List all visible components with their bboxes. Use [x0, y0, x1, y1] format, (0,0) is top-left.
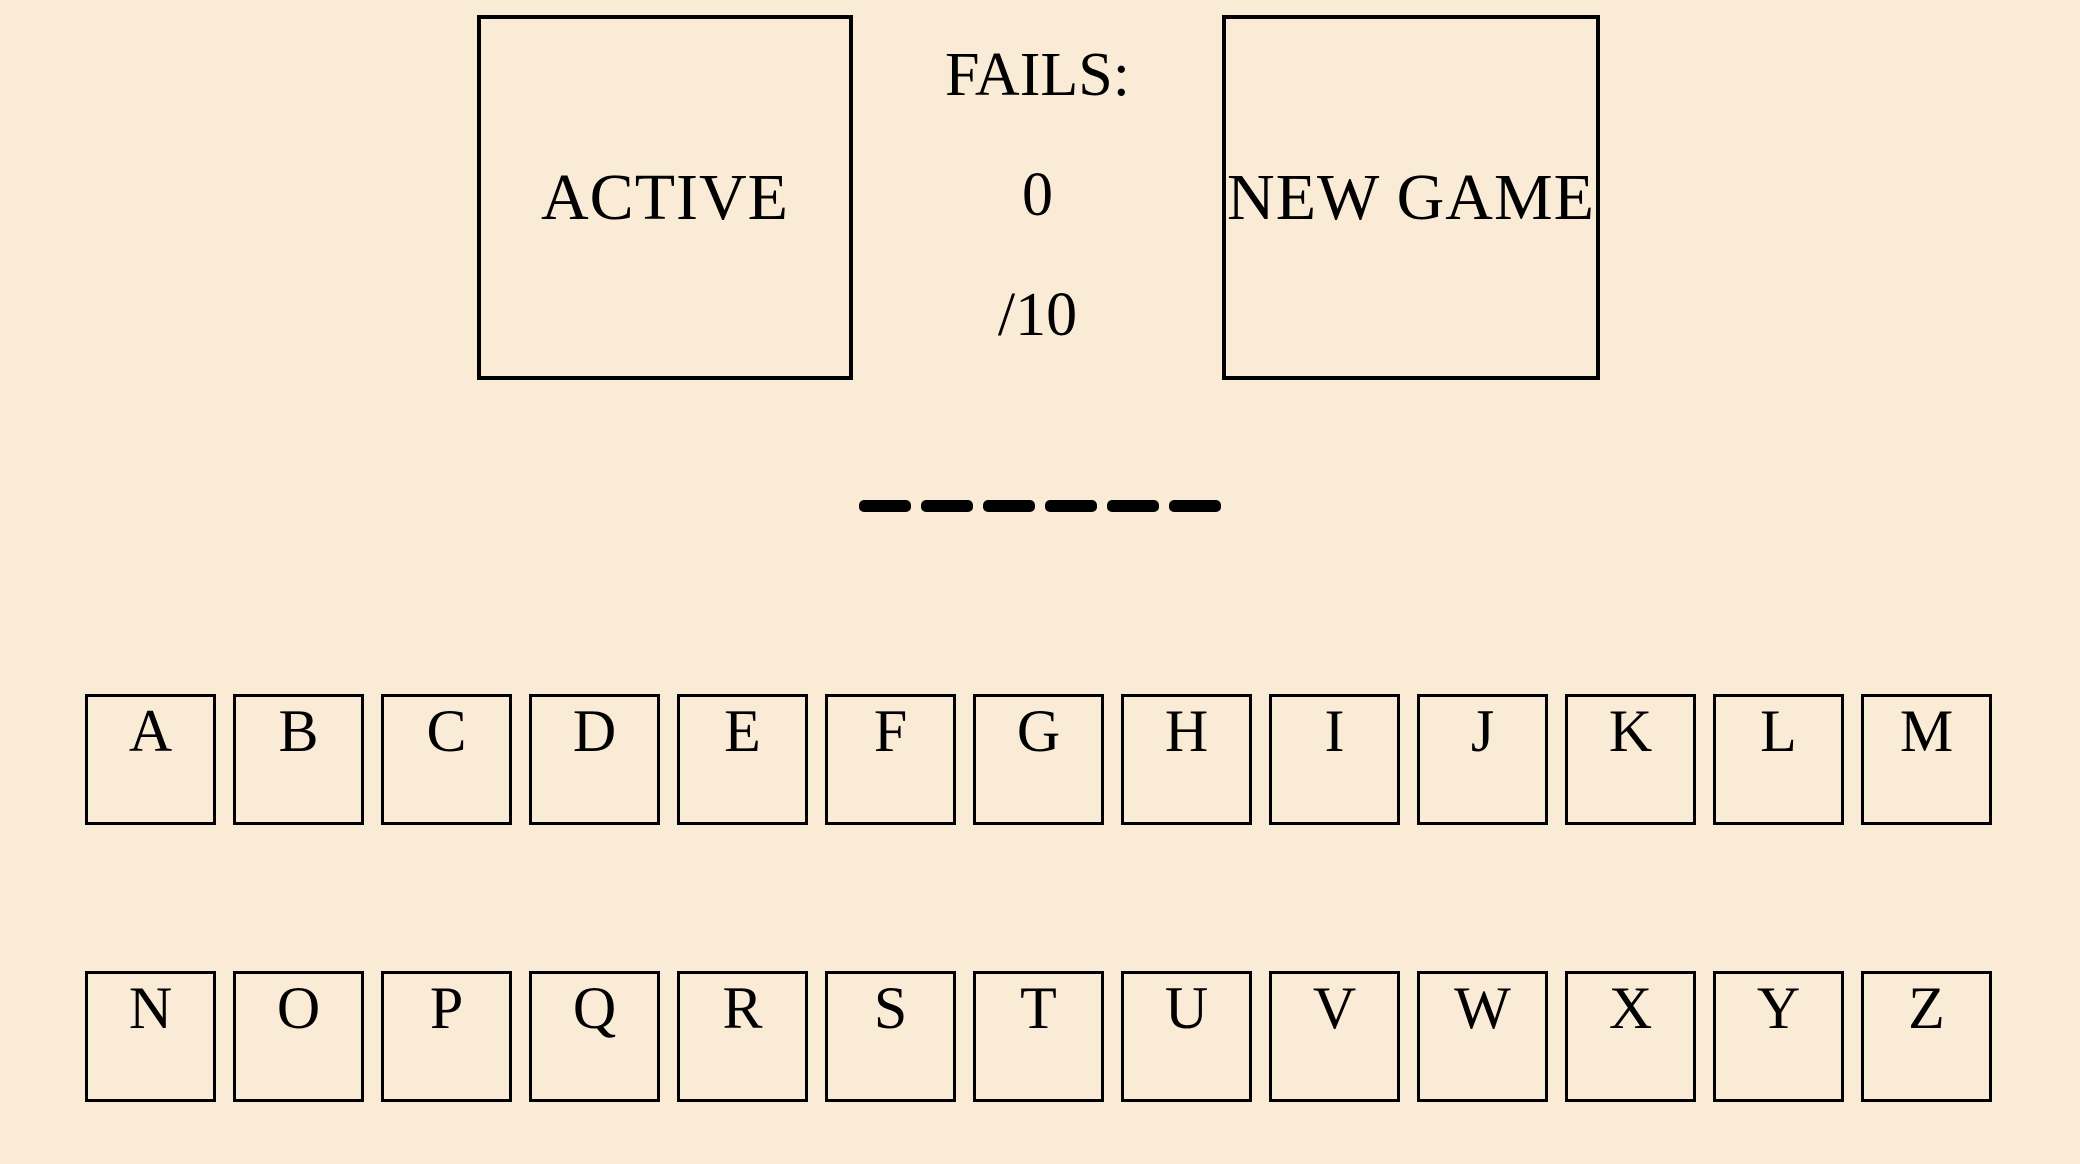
game-status-label: ACTIVE: [541, 160, 789, 234]
key-c[interactable]: C: [381, 694, 512, 825]
game-status-box: ACTIVE: [477, 15, 853, 380]
key-i[interactable]: I: [1269, 694, 1400, 825]
fails-label: FAILS:: [945, 41, 1130, 109]
key-v[interactable]: V: [1269, 971, 1400, 1102]
key-p[interactable]: P: [381, 971, 512, 1102]
key-m[interactable]: M: [1861, 694, 1992, 825]
word-letter-slot: [1107, 500, 1159, 512]
key-r[interactable]: R: [677, 971, 808, 1102]
new-game-label: NEW GAME: [1227, 160, 1595, 234]
word-letter-slot: [921, 500, 973, 512]
word-letter-slot: [859, 500, 911, 512]
word-letter-slot: [1169, 500, 1221, 512]
key-e[interactable]: E: [677, 694, 808, 825]
key-z[interactable]: Z: [1861, 971, 1992, 1102]
word-letter-slot: [983, 500, 1035, 512]
fails-counter: FAILS: 0 /10: [853, 15, 1222, 380]
fails-count: 0: [1022, 161, 1053, 229]
key-u[interactable]: U: [1121, 971, 1252, 1102]
fails-max: /10: [997, 281, 1078, 349]
key-y[interactable]: Y: [1713, 971, 1844, 1102]
key-o[interactable]: O: [233, 971, 364, 1102]
word-display: [859, 500, 1221, 512]
key-l[interactable]: L: [1713, 694, 1844, 825]
key-x[interactable]: X: [1565, 971, 1696, 1102]
key-b[interactable]: B: [233, 694, 364, 825]
key-j[interactable]: J: [1417, 694, 1548, 825]
key-w[interactable]: W: [1417, 971, 1548, 1102]
key-g[interactable]: G: [973, 694, 1104, 825]
key-h[interactable]: H: [1121, 694, 1252, 825]
key-a[interactable]: A: [85, 694, 216, 825]
key-d[interactable]: D: [529, 694, 660, 825]
key-t[interactable]: T: [973, 971, 1104, 1102]
word-letter-slot: [1045, 500, 1097, 512]
key-k[interactable]: K: [1565, 694, 1696, 825]
key-f[interactable]: F: [825, 694, 956, 825]
key-q[interactable]: Q: [529, 971, 660, 1102]
new-game-button[interactable]: NEW GAME: [1222, 15, 1600, 380]
key-s[interactable]: S: [825, 971, 956, 1102]
key-n[interactable]: N: [85, 971, 216, 1102]
